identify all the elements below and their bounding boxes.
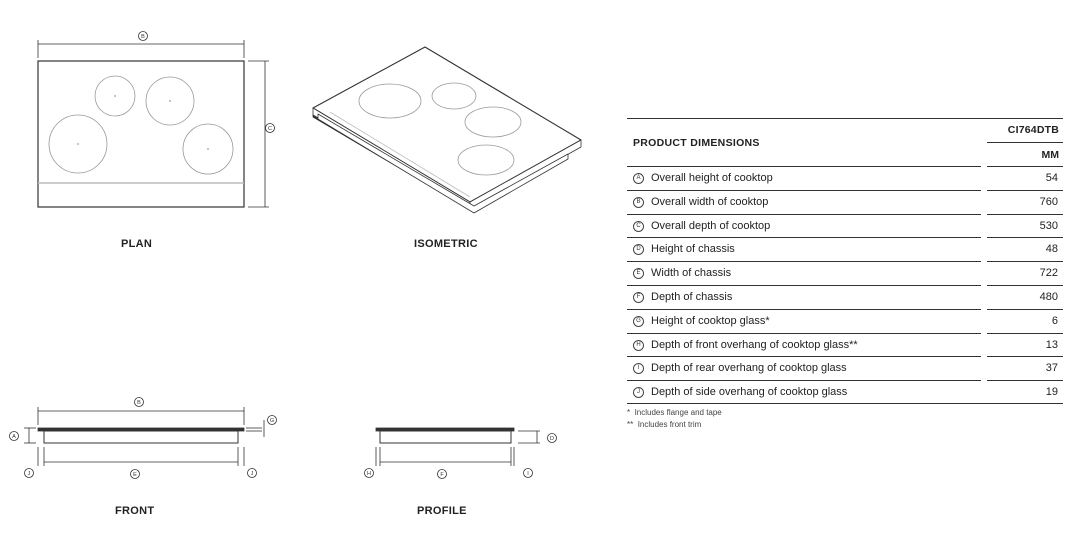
table-row: C Overall depth of cooktop 530 (627, 213, 1063, 238)
profile-view (364, 427, 557, 479)
table-row: H Depth of front overhang of cooktop gla… (627, 332, 1063, 357)
unit-header: MM (1041, 149, 1060, 161)
row-value: 722 (1039, 267, 1058, 280)
row-label: Overall width of cooktop (651, 195, 769, 208)
plan-label: PLAN (121, 238, 153, 250)
row-marker: I (633, 363, 644, 375)
table-row: D Height of chassis 48 (627, 237, 1063, 261)
plan-marker-b: B (141, 34, 145, 40)
table-row: B Overall width of cooktop 760 (627, 189, 1063, 214)
row-marker: J (633, 387, 644, 399)
isometric-view (312, 46, 582, 214)
footnote-1: * Includes flange and tape (627, 408, 722, 417)
front-marker-a: A (12, 434, 16, 440)
row-marker: E (633, 268, 644, 280)
row-label: Overall depth of cooktop (651, 219, 771, 232)
plan-marker-c: C (268, 126, 272, 132)
row-label: Width of chassis (651, 267, 732, 280)
table-row: J Depth of side overhang of cooktop glas… (627, 380, 1063, 404)
row-label: Depth of side overhang of cooktop glass (651, 386, 848, 399)
front-marker-j-left: J (28, 471, 31, 477)
model-number: CI764DTB (1007, 124, 1059, 136)
row-label: Height of cooktop glass* (651, 314, 770, 327)
row-value: 54 (1045, 172, 1058, 184)
row-marker: D (633, 244, 644, 256)
table-title: PRODUCT DIMENSIONS (633, 137, 760, 149)
footnote-1-text: Includes flange and tape (634, 408, 722, 417)
footnote-2-text: Includes front trim (637, 420, 702, 429)
front-marker-b: B (137, 400, 141, 406)
row-marker: B (633, 196, 644, 208)
table-row: I Depth of rear overhang of cooktop glas… (627, 356, 1063, 380)
row-marker: C (633, 220, 644, 232)
plan-view (37, 31, 275, 208)
row-marker: G (633, 315, 644, 327)
table-row: G Height of cooktop glass* 6 (627, 308, 1063, 333)
front-view (9, 397, 277, 479)
profile-marker-i: I (527, 471, 529, 477)
row-label: Depth of front overhang of cooktop glass… (651, 338, 858, 351)
row-label: Height of chassis (651, 243, 735, 256)
row-value: 37 (1045, 362, 1058, 375)
footnote-2-mark: ** (627, 420, 634, 429)
profile-marker-h: H (367, 471, 371, 477)
front-marker-j-right: J (251, 471, 254, 477)
row-marker: H (633, 339, 644, 351)
row-marker: A (633, 173, 644, 184)
row-value: 13 (1045, 338, 1058, 351)
profile-marker-d: D (550, 436, 554, 442)
footnote-1-mark: * (627, 408, 631, 417)
technical-drawings: B C B A G E J J D F H I (9, 31, 582, 479)
row-marker: F (633, 291, 644, 303)
front-marker-g: G (270, 418, 274, 424)
row-value: 48 (1045, 243, 1058, 256)
row-value: 760 (1039, 195, 1058, 208)
row-value: 6 (1051, 314, 1058, 327)
profile-label: PROFILE (417, 505, 467, 517)
row-value: 480 (1039, 290, 1058, 303)
row-value: 19 (1045, 386, 1058, 399)
table-row: E Width of chassis 722 (627, 261, 1063, 285)
profile-marker-f: F (440, 472, 444, 478)
table-row: F Depth of chassis 480 (627, 284, 1063, 309)
footnote-2: ** Includes front trim (627, 420, 701, 429)
table-row: A Overall height of cooktop 54 (627, 166, 1063, 190)
row-label: Depth of rear overhang of cooktop glass (651, 362, 847, 375)
row-label: Overall height of cooktop (651, 172, 773, 184)
front-marker-e: E (133, 472, 137, 478)
row-label: Depth of chassis (651, 290, 733, 303)
front-label: FRONT (115, 505, 155, 517)
row-value: 530 (1039, 219, 1058, 232)
isometric-label: ISOMETRIC (414, 238, 478, 250)
